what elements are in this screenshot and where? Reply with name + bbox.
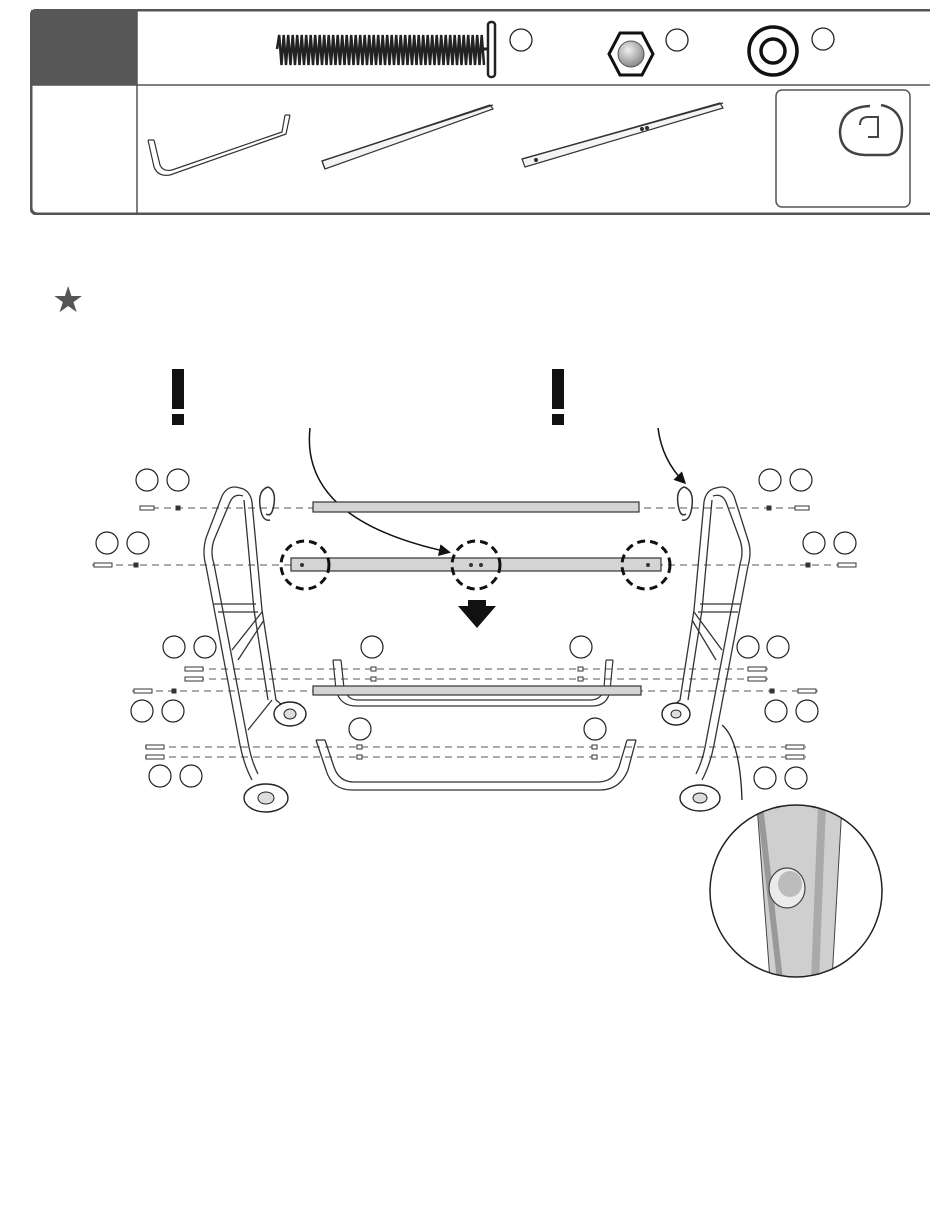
callout-circles xyxy=(96,469,856,789)
left-side-frame xyxy=(204,487,282,780)
screw-icon xyxy=(277,22,495,77)
washer-callout xyxy=(812,28,834,50)
warning-icon xyxy=(552,369,564,425)
clip-part xyxy=(776,90,910,207)
warning-icon xyxy=(172,369,184,425)
top-crossbar xyxy=(313,502,639,512)
screw-callout xyxy=(510,29,532,51)
assembly-diagram xyxy=(0,230,950,1000)
magnifier-callout xyxy=(710,805,882,980)
short-bar-part xyxy=(322,105,493,169)
long-bar-part xyxy=(522,103,723,167)
insert-arrow xyxy=(309,428,448,552)
left-bracket-part xyxy=(148,115,290,175)
left-clip xyxy=(260,487,275,520)
alignment-lines xyxy=(92,508,858,757)
lower-crossbar xyxy=(313,686,641,695)
clip-arrow xyxy=(658,428,684,482)
step-number-block xyxy=(31,10,137,85)
middle-crossbar xyxy=(291,558,661,571)
parts-panel xyxy=(30,9,930,215)
hex-nut-icon xyxy=(609,33,653,75)
washer-icon xyxy=(749,27,797,75)
nut-callout xyxy=(666,29,688,51)
right-side-frame xyxy=(674,487,750,780)
down-arrow-icon xyxy=(458,600,496,628)
right-clip xyxy=(678,487,693,520)
